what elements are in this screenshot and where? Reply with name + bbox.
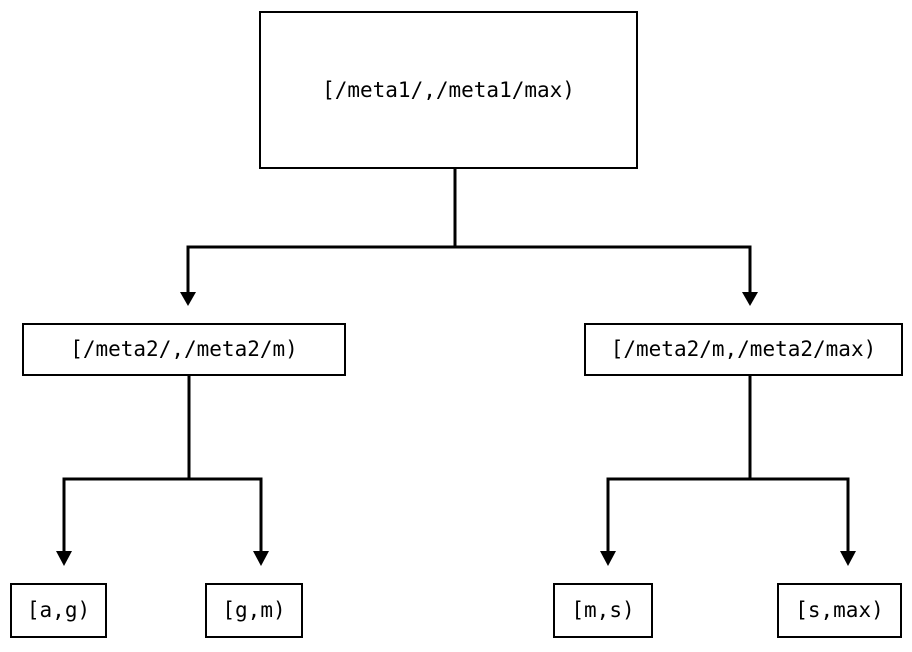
node-mid-right: [/meta2/m,/meta2/max) bbox=[584, 323, 903, 376]
node-mid-left-label: [/meta2/,/meta2/m) bbox=[70, 337, 298, 361]
node-leaf-m-s: [m,s) bbox=[553, 583, 653, 638]
arrowhead-down-icon bbox=[600, 551, 616, 566]
edge-root-to-mid-right bbox=[455, 245, 758, 306]
node-root-label: [/meta1/,/meta1/max) bbox=[322, 77, 575, 102]
arrowhead-down-icon bbox=[840, 551, 856, 566]
node-leaf-g-m: [g,m) bbox=[205, 583, 303, 638]
node-leaf-g-m-label: [g,m) bbox=[222, 598, 286, 622]
edge-root-to-mid-left bbox=[180, 169, 457, 306]
edge-mid-right-to-leaf-4 bbox=[750, 477, 856, 566]
node-root: [/meta1/,/meta1/max) bbox=[259, 11, 638, 169]
edge-mid-left-to-leaf-1 bbox=[56, 376, 191, 566]
arrowhead-down-icon bbox=[253, 551, 269, 566]
arrowhead-down-icon bbox=[56, 551, 72, 566]
node-leaf-m-s-label: [m,s) bbox=[571, 598, 635, 622]
node-mid-left: [/meta2/,/meta2/m) bbox=[22, 323, 346, 376]
node-leaf-a-g: [a,g) bbox=[10, 583, 107, 638]
node-leaf-s-max: [s,max) bbox=[777, 583, 902, 638]
node-leaf-a-g-label: [a,g) bbox=[26, 598, 91, 622]
node-leaf-s-max-label: [s,max) bbox=[795, 598, 884, 622]
edge-mid-left-to-leaf-2 bbox=[189, 477, 269, 566]
node-mid-right-label: [/meta2/m,/meta2/max) bbox=[610, 337, 877, 361]
edge-mid-right-to-leaf-3 bbox=[600, 376, 752, 566]
arrowhead-down-icon bbox=[180, 292, 196, 306]
arrowhead-down-icon bbox=[742, 292, 758, 306]
